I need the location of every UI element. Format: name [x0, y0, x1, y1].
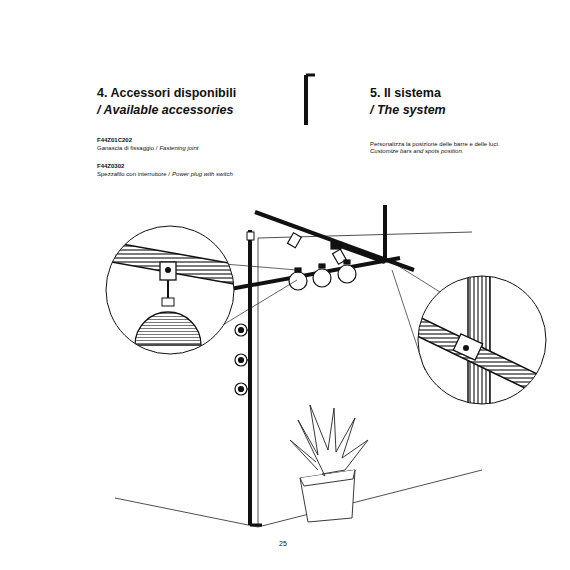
section-heading: 5. Il sistema: [370, 86, 441, 100]
page-number: 25: [279, 540, 287, 548]
product-name-en: Fastening joint: [159, 145, 198, 152]
product-name: Ganascia di fissaggio /: [97, 145, 157, 152]
product-name-en: Power plug with switch: [172, 171, 233, 178]
product-name: Spezzafilo con interruttore /: [97, 171, 170, 178]
product-code: F44Z01C202: [97, 137, 132, 144]
description-en: Customize bars and spots position.: [370, 148, 463, 155]
section-subheading: / The system: [370, 103, 446, 117]
description: Personalizza la posizione delle barre e …: [370, 141, 499, 148]
section-heading: 4. Accessori disponibili: [97, 86, 236, 100]
product-code: F44Z0302: [97, 163, 124, 170]
section-subheading: / Available accessories: [97, 103, 233, 117]
